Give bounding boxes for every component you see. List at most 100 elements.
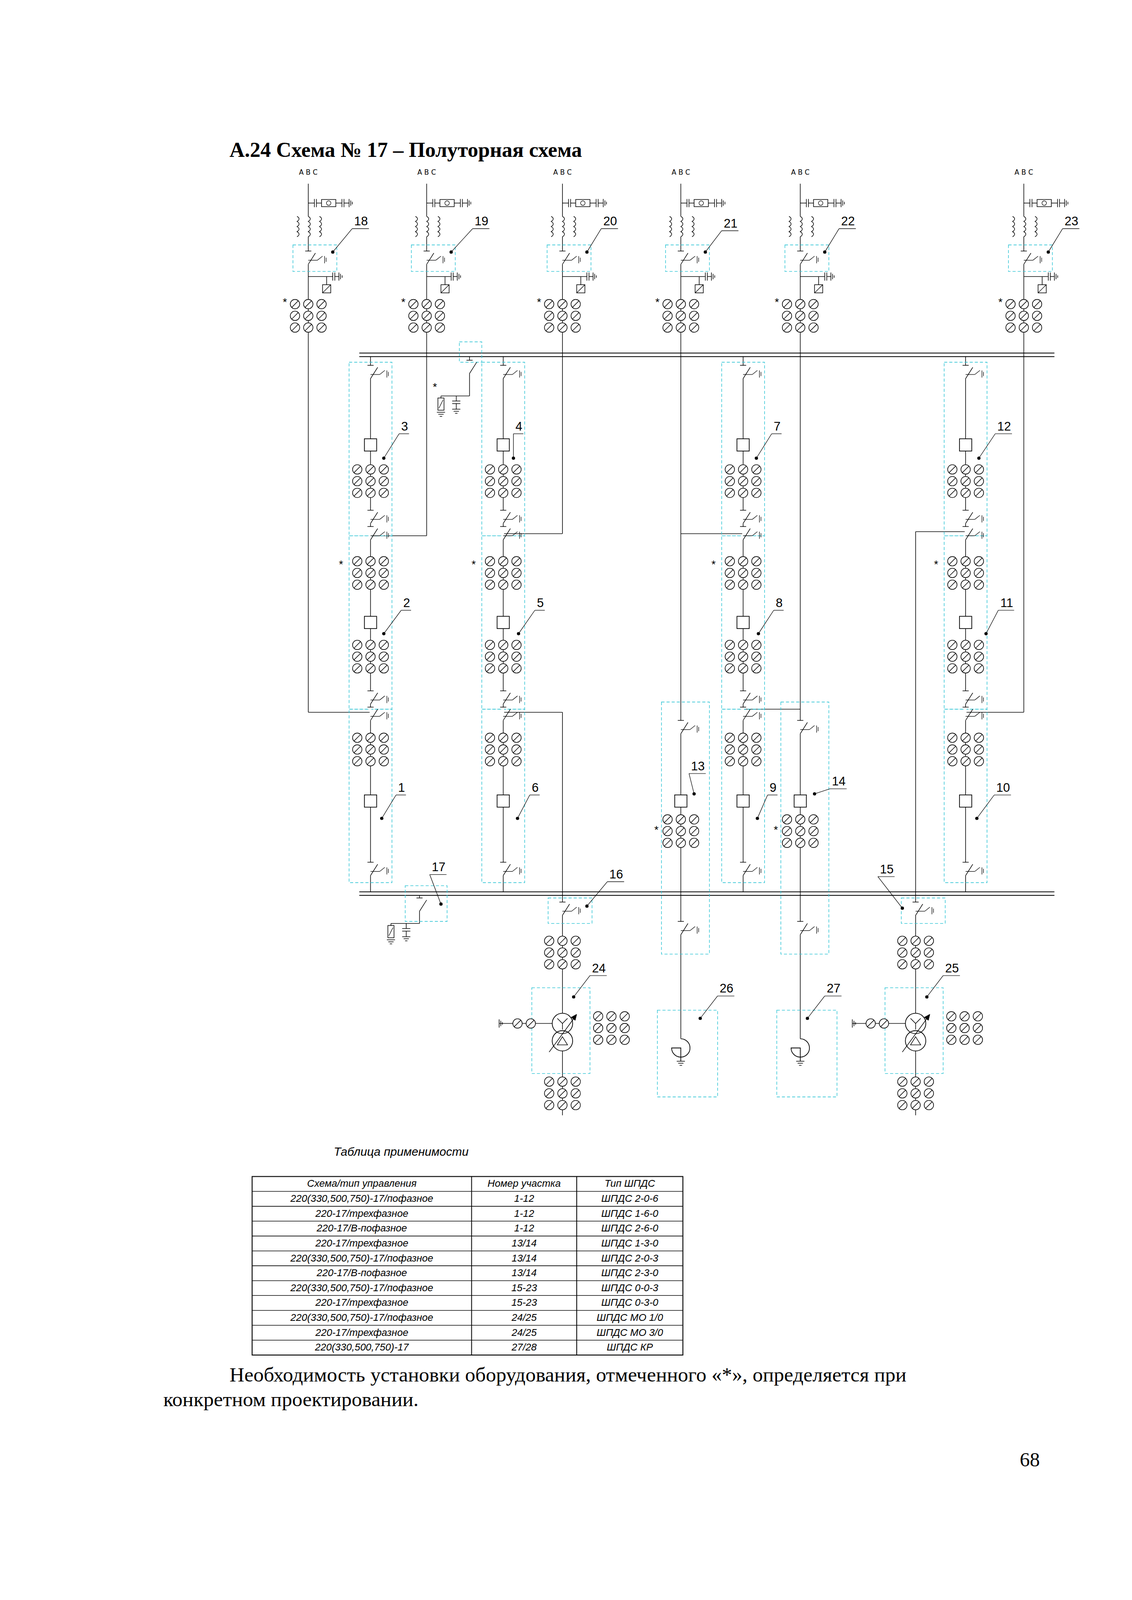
current-transformer [408, 299, 419, 309]
wire [965, 712, 1024, 713]
earth-switch [512, 696, 518, 701]
callout-number: 11 [1000, 597, 1013, 610]
ct-mark [739, 641, 746, 649]
wire [1023, 183, 1024, 713]
ct-mark [608, 1025, 615, 1032]
table-cell: 220(330,500,750)-17/пофазное [252, 1251, 472, 1267]
current-transformer [947, 745, 958, 755]
cell-boundary [944, 362, 987, 536]
cell-boundary [657, 1010, 718, 1098]
earth-switch [370, 535, 380, 537]
coupling-device [1037, 199, 1052, 207]
wire [570, 203, 576, 204]
earth-switch [752, 370, 758, 375]
current-transformer [606, 1035, 617, 1045]
current-transformer [365, 488, 376, 498]
earth-switch [388, 869, 389, 874]
wire [335, 203, 342, 204]
earth-switch [379, 712, 385, 717]
current-transformer [897, 1100, 908, 1111]
earth-switch [983, 516, 984, 522]
ground-symbol [352, 202, 353, 205]
current-transformer [498, 640, 509, 651]
current-transformer [511, 556, 522, 567]
disconnector-symbol [562, 253, 570, 265]
leader-dot [703, 250, 707, 254]
earth-switch [974, 515, 980, 520]
ct-mark [810, 828, 817, 835]
earth-switch [519, 696, 520, 704]
wire [454, 203, 461, 204]
current-transformer [620, 1012, 630, 1022]
disconnector-symbol [423, 250, 430, 252]
ground-symbol [676, 1061, 685, 1062]
current-transformer [379, 476, 389, 487]
tap-changer-arrow [571, 1014, 577, 1021]
arrester-symbol [387, 925, 394, 939]
current-transformer [365, 663, 376, 674]
wire [1023, 203, 1030, 204]
wire [440, 395, 470, 397]
breaker-symbol [959, 795, 972, 808]
current-transformer [557, 1077, 568, 1087]
wire [453, 276, 458, 277]
current-transformer [511, 488, 522, 498]
disconnector-symbol [962, 365, 969, 366]
current-transformer [973, 1012, 983, 1022]
leader-dot [331, 250, 335, 254]
earth-switch [444, 257, 445, 262]
ct-mark [304, 312, 312, 319]
wire [708, 203, 715, 204]
current-transformer [974, 640, 984, 651]
earth-switch [752, 696, 758, 701]
callout-number: 5 [537, 597, 544, 610]
ground-symbol [797, 1063, 804, 1065]
current-transformer [751, 580, 762, 590]
ct-mark [367, 665, 374, 672]
ct-mark [962, 558, 969, 565]
leader-line [839, 228, 856, 230]
current-transformer [511, 568, 522, 579]
ct-mark [690, 839, 698, 847]
current-transformer [365, 556, 376, 567]
leader-dot [754, 456, 758, 460]
earth-switch [743, 699, 753, 701]
current-transformer [947, 464, 958, 475]
disconnector-symbol [797, 250, 804, 252]
callout-number: 19 [474, 215, 489, 228]
current-transformer [511, 464, 522, 475]
current-transformer [662, 311, 673, 321]
ct-mark [726, 489, 733, 496]
disconnector-symbol [740, 365, 746, 366]
earth-switch [503, 519, 513, 520]
current-transformer [910, 1089, 921, 1099]
current-transformer [897, 959, 908, 970]
ct-mark [753, 734, 760, 741]
current-transformer [725, 476, 735, 487]
ground-symbol [851, 1019, 853, 1028]
leader-line [396, 794, 407, 796]
current-transformer [897, 948, 908, 958]
earth-switch [965, 699, 975, 701]
current-transformer [924, 936, 934, 946]
ct-mark [739, 569, 746, 577]
current-transformer [511, 756, 522, 767]
wire-gap [502, 862, 505, 876]
ct-mark [380, 758, 387, 765]
earth-switch [981, 867, 983, 876]
wire-gap [502, 526, 505, 540]
current-transformer [676, 838, 686, 849]
coupling-device [326, 200, 331, 206]
earth-switch [325, 257, 327, 262]
callout-number: 3 [401, 420, 408, 433]
ground-symbol [1065, 200, 1067, 206]
ct-mark [664, 839, 671, 847]
earth-switch [983, 533, 984, 538]
earth-switch [759, 532, 760, 540]
current-transformer [924, 1077, 934, 1087]
ct-mark [545, 961, 553, 968]
current-transformer [1005, 311, 1016, 321]
note-mark: * [711, 559, 716, 571]
wire [818, 276, 820, 285]
current-transformer [959, 1023, 970, 1034]
